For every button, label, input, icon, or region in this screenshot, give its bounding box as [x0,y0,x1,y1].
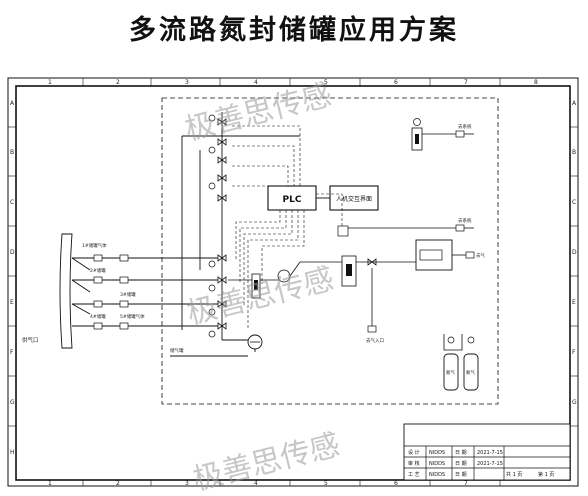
col-label: 6 [394,79,398,86]
tb-name: NIDDS [429,461,445,467]
inlet-label: 1#储罐气体 [82,242,107,249]
row-label: G [572,399,577,406]
col-label: 5 [324,480,328,487]
hmi-label: 人机交互界面 [336,195,372,203]
inner-frame [15,85,571,481]
row-label: E [10,299,14,306]
col-label: 1 [48,79,52,86]
row-label: E [572,299,576,306]
signal-lines [232,125,343,328]
col-label: 7 [464,480,468,487]
tank-label: 供气口 [22,336,39,344]
inlet-label: 2#储罐 [90,267,106,274]
outlet-label-sensor: 去气 [476,252,485,259]
page-title: 多流路氮封储罐应用方案 [129,15,459,46]
watermarks: 极善思传感 极善思传感 极善思传感 [181,78,343,496]
col-label: 7 [464,79,468,86]
col-label: 8 [534,79,538,86]
tb-name: NIDDS [429,450,445,456]
tb-role: 设 计 [408,449,420,456]
col-label: 1 [48,480,52,487]
row-label: C [572,199,576,206]
row-label: A [572,100,577,107]
outlet-label-bottom: 去气入口 [366,337,384,344]
cylinder-label: 氮气 [446,369,455,376]
grid-row-labels: A B C D E F G H A B C D E F G [10,100,577,456]
watermark: 极善思传感 [181,78,335,148]
inlet-label: 3#储罐 [120,291,136,298]
tb-date: 2021-7-15 [477,450,503,456]
tb-role: 审 核 [408,460,420,467]
col-label: 2 [116,79,120,86]
outlet-label-top: 去系统 [458,123,472,130]
col-label: 3 [185,480,189,487]
outer-frame [7,77,579,487]
row-label: C [10,199,14,206]
tb-sheets: 共 1 页 [506,471,522,478]
col-label: 4 [254,480,258,487]
grid-column-labels: 1 2 3 4 5 6 7 8 1 2 3 4 5 6 7 [48,79,538,487]
grid-ticks [8,78,578,486]
row-label: D [10,249,15,256]
col-label: 2 [116,480,120,487]
plc-box [267,185,317,211]
enclosure-boundary [161,97,499,405]
row-label: F [10,349,14,356]
tb-date: 2021-7-15 [477,461,503,467]
outlet-label-mid: 去系统 [458,217,472,224]
col-label: 6 [394,480,398,487]
col-label: 4 [254,79,258,86]
row-label: F [572,349,576,356]
inlet-label: 5#储罐气体 [120,313,145,320]
row-label: A [10,100,15,107]
cylinder-label: 氮气 [466,369,475,376]
tb-sheet: 第 1 页 [538,471,554,478]
row-label: B [572,149,576,156]
inlet-labels: 1#储罐气体 2#储罐 3#储罐 4#储罐 5#储罐气体 [82,242,145,320]
watermark: 极善思传感 [183,262,337,332]
inlet-label: 4#储罐 [90,313,106,320]
row-label: D [572,249,577,256]
mid-right-branch: 去系统 [337,217,474,237]
pump: 储气罐 [170,334,263,354]
manifold-gauges [208,114,216,338]
title-block: 设 计 NIDDS 日 期 2021-7-15 审 核 NIDDS 日 期 20… [403,423,571,481]
nitrogen-cylinders: 氮气 氮气 [443,334,479,391]
row-label: G [10,399,15,406]
hmi-box [329,185,379,211]
vessel-label: 储气罐 [170,347,184,354]
row-label: B [10,149,14,156]
top-right-sensor: 去系统 [411,118,474,151]
tb-date-label: 日 期 [455,472,467,478]
inlet-fittings [93,254,129,330]
plc-label: PLC [283,195,302,205]
tb-role: 工 艺 [408,472,420,478]
storage-tank: 供气口 [22,233,73,349]
col-label: 3 [185,79,189,86]
col-label: 5 [324,79,328,86]
analyzer-chain: 去气入口 去气 [228,239,485,344]
tb-date-label: 日 期 [455,450,467,456]
tb-date-label: 日 期 [455,461,467,467]
tb-name: NIDDS [429,472,445,478]
row-label: H [10,449,15,456]
